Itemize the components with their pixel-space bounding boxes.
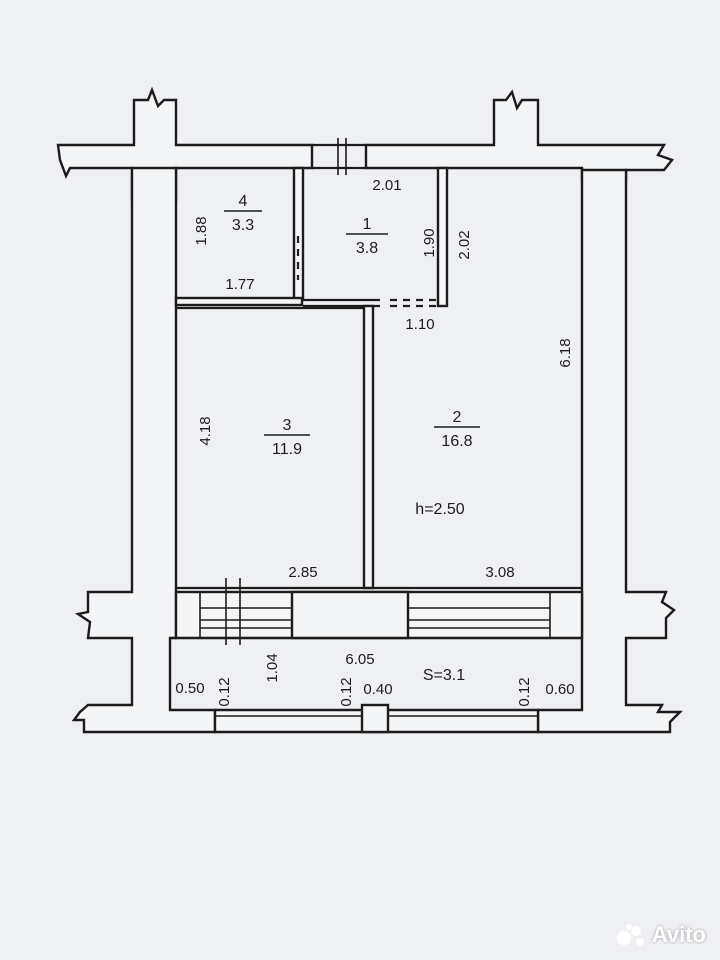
dim-6-05: 6.05 [345,651,374,668]
dim-0-50: 0.50 [175,680,204,697]
room-3-area: 11.9 [272,441,302,458]
dim-1-88: 1.88 [193,216,210,245]
dim-0-40: 0.40 [363,681,392,698]
dim-0-60: 0.60 [545,681,574,698]
left-wall [71,166,217,734]
dim-0-12-left: 0.12 [216,677,233,706]
dim-6-18: 6.18 [557,338,574,367]
interior-walls [174,166,582,590]
room-1-number: 1 [363,216,372,233]
room-1-area: 3.8 [356,240,378,257]
dim-0-12-right: 0.12 [516,677,533,706]
dimension-labels: 2.01 1.88 1.90 2.02 1.77 1.10 6.18 4.18 … [175,177,574,707]
room-labels: 4 3.3 1 3.8 3 11.9 2 16.8 h=2.50 S=3.1 [224,193,480,684]
dim-4-18: 4.18 [197,416,214,445]
avito-dots-icon [616,924,644,946]
dim-1-04: 1.04 [264,653,281,682]
band-wall-block [290,590,410,640]
dim-2-85: 2.85 [288,564,317,581]
dim-0-12-middle: 0.12 [338,677,355,706]
top-wall [56,86,314,202]
room-4-number: 4 [239,193,248,210]
balcony-band [170,578,584,645]
room-2-number: 2 [453,409,462,426]
dim-1-77: 1.77 [225,276,254,293]
dim-3-08: 3.08 [485,564,514,581]
room-2-area: 16.8 [441,433,472,450]
walls [56,86,683,734]
ceiling-height: h=2.50 [415,501,464,518]
partition-4-3 [174,296,304,307]
avito-watermark: Avito [616,922,706,948]
balcony-area: S=3.1 [423,667,465,684]
dim-2-01: 2.01 [372,177,401,194]
watermark-text: Avito [651,922,706,947]
top-wall-right [364,89,674,182]
dim-2-02: 2.02 [456,230,473,259]
partition-4-1 [292,166,305,302]
dim-1-10: 1.10 [405,316,434,333]
partition-1-2 [436,166,449,308]
room-4-area: 3.3 [232,217,254,234]
balcony-pillar [360,703,390,734]
dim-1-90: 1.90 [421,228,438,257]
partition-3-2 [362,304,375,590]
right-wall [536,168,683,734]
room-3-number: 3 [283,417,292,434]
